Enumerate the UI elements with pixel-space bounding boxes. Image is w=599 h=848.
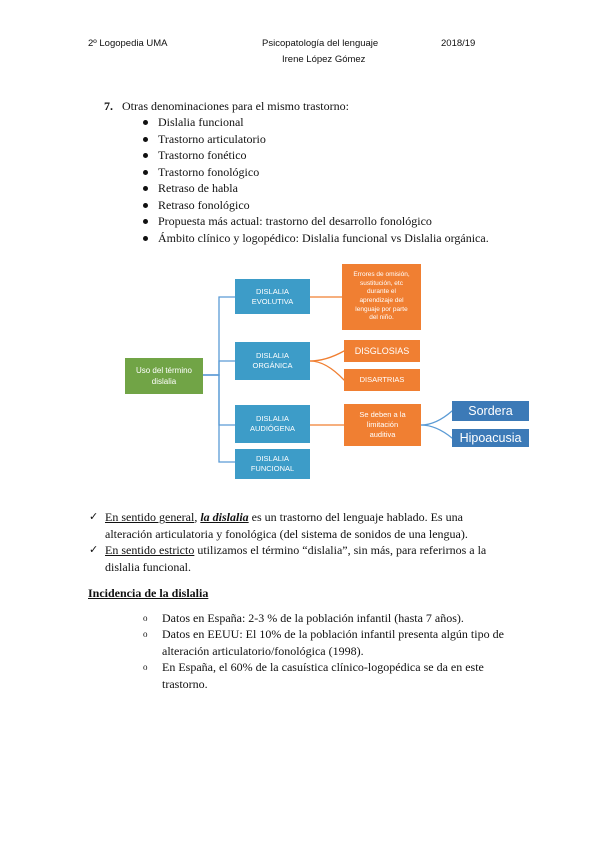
circle-bullet-icon: o	[143, 629, 148, 639]
connector-line	[309, 350, 345, 362]
checkmark-icon: ✓	[89, 511, 99, 523]
list-item: Retraso de habla	[143, 180, 489, 197]
connector-line	[202, 374, 236, 463]
header-course: 2º Logopedia UMA	[88, 38, 168, 49]
bullet-icon	[143, 136, 148, 142]
section-heading-incidencia: Incidencia de la dislalia	[88, 586, 209, 600]
list-item: Propuesta más actual: trastorno del desa…	[143, 213, 489, 230]
bullet-icon	[143, 235, 148, 241]
node-disglosias: DISGLOSIAS	[344, 340, 420, 362]
connector-line	[420, 424, 453, 439]
node-audiogena-note: Se deben a la limitación auditiva	[344, 404, 421, 446]
list-item: o Datos en España: 2-3 % de la población…	[143, 611, 464, 625]
list-item: Trastorno fonológico	[143, 164, 489, 181]
check-item-estricto: ✓ En sentido estricto utilizamos el térm…	[89, 543, 487, 574]
bullet-icon	[143, 219, 148, 224]
check-item-general: ✓ En sentido general, la dislalia es un …	[89, 510, 468, 541]
bullet-icon	[143, 202, 148, 208]
node-disartrias: DISARTRIAS	[344, 369, 420, 391]
list-item: Trastorno fonético	[143, 147, 489, 164]
node-evolutiva-note: Errores de omisión, sustitución, etc dur…	[342, 264, 421, 330]
node-hipoacusia: Hipoacusia	[452, 429, 529, 447]
list-item: Dislalia funcional	[143, 114, 489, 131]
connector-line	[202, 360, 236, 376]
section-title: Otras denominaciones para el mismo trast…	[122, 99, 349, 113]
section-number: 7.	[104, 99, 113, 113]
circle-bullet-icon: o	[143, 662, 148, 672]
list-item: Trastorno articulatorio	[143, 131, 489, 148]
header-subject: Psicopatología del lenguaje	[262, 38, 379, 49]
bullet-icon	[143, 153, 148, 158]
bullet-icon	[143, 169, 148, 175]
circle-bullet-icon: o	[143, 613, 148, 623]
header-author: Irene López Gómez	[282, 54, 366, 65]
connector-line	[420, 410, 453, 426]
connector-line	[309, 360, 345, 381]
list-item: o Datos en EEUU: El 10% de la población …	[143, 627, 504, 658]
list-item: Retraso fonológico	[143, 197, 489, 214]
bullet-icon	[143, 120, 148, 125]
header-year: 2018/19	[441, 38, 476, 49]
list-item: Ámbito clínico y logopédico: Dislalia fu…	[143, 230, 489, 247]
node-sordera: Sordera	[452, 401, 529, 421]
denominations-list: Dislalia funcional Trastorno articulator…	[143, 114, 489, 247]
list-item: o En España, el 60% de la casuística clí…	[143, 660, 484, 691]
bullet-icon	[143, 186, 148, 191]
checkmark-icon: ✓	[89, 544, 99, 556]
